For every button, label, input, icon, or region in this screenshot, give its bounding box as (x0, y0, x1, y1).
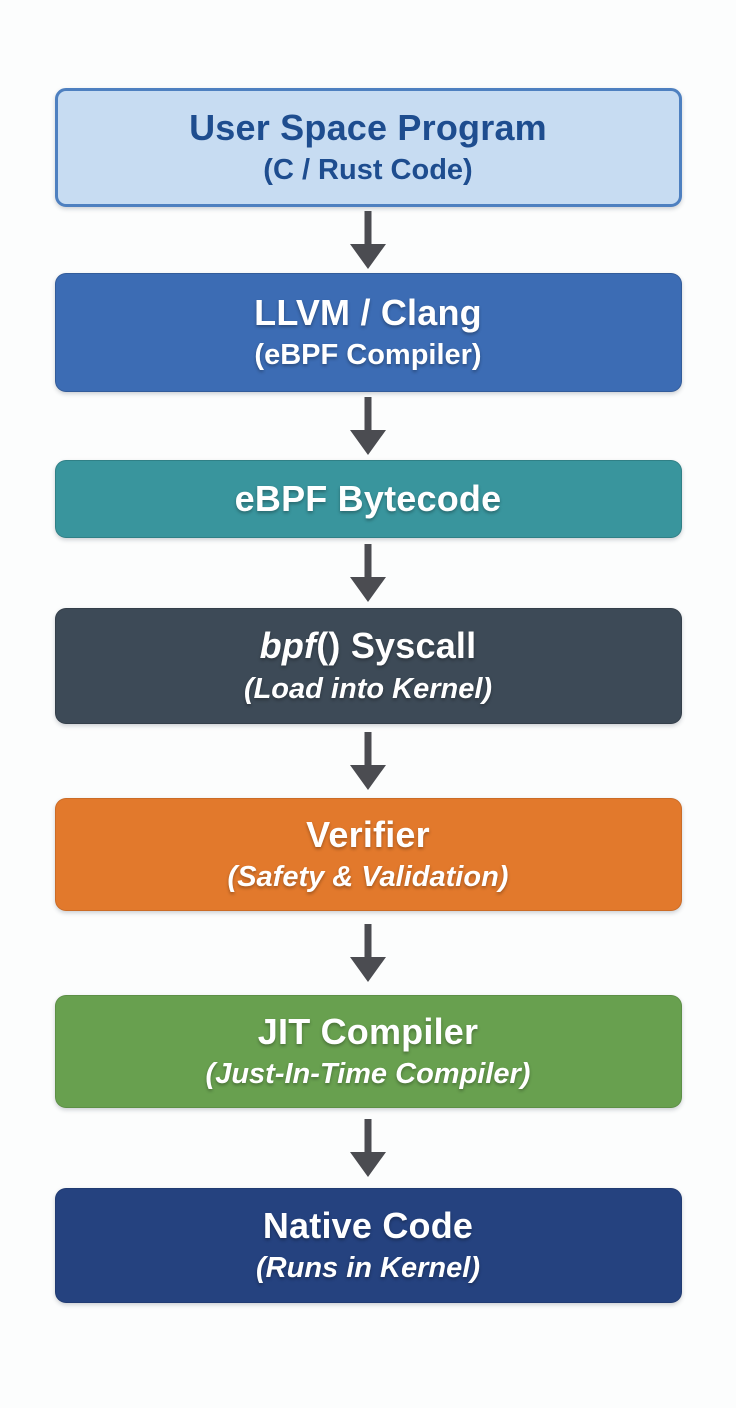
flow-gap (0, 1108, 736, 1188)
flow-gap (0, 207, 736, 273)
node-subtitle: (Just-In-Time Compiler) (205, 1058, 531, 1091)
node-verifier: Verifier (Safety & Validation) (54, 798, 682, 911)
node-title: User Space Program (189, 106, 547, 148)
node-title: LLVM / Clang (254, 291, 482, 333)
node-ebpf-bytecode: eBPF Bytecode (54, 460, 682, 538)
node-subtitle: (C / Rust Code) (263, 154, 473, 187)
node-title: Native Code (262, 1204, 474, 1246)
down-arrow-icon (350, 1119, 386, 1177)
down-arrow-icon (350, 732, 386, 790)
node-title-italic-part: bpf (259, 625, 317, 667)
node-title: eBPF Bytecode (234, 477, 502, 519)
down-arrow-icon (350, 397, 386, 455)
down-arrow-icon (350, 924, 386, 982)
node-bpf-syscall: bpf() Syscall (Load into Kernel) (54, 608, 682, 724)
flow-column: User Space Program (C / Rust Code) LLVM … (0, 88, 736, 1303)
node-title: Verifier (306, 813, 430, 855)
node-llvm-clang: LLVM / Clang (eBPF Compiler) (54, 273, 682, 392)
node-user-space-program: User Space Program (C / Rust Code) (54, 88, 682, 207)
node-subtitle: (Load into Kernel) (243, 672, 493, 705)
node-subtitle: (eBPF Compiler) (254, 339, 482, 372)
flow-gap (0, 724, 736, 798)
node-subtitle: (Runs in Kernel) (256, 1252, 480, 1285)
flow-gap (0, 911, 736, 995)
node-subtitle: (Safety & Validation) (227, 861, 509, 894)
node-title: JIT Compiler (257, 1010, 479, 1052)
down-arrow-icon (350, 544, 386, 602)
node-jit-compiler: JIT Compiler (Just-In-Time Compiler) (54, 995, 682, 1108)
node-native-code: Native Code (Runs in Kernel) (54, 1188, 682, 1303)
node-title-rest-part: () Syscall (316, 625, 477, 667)
node-title: bpf() Syscall (260, 625, 477, 667)
flow-gap (0, 392, 736, 460)
down-arrow-icon (350, 211, 386, 269)
flow-gap (0, 538, 736, 608)
